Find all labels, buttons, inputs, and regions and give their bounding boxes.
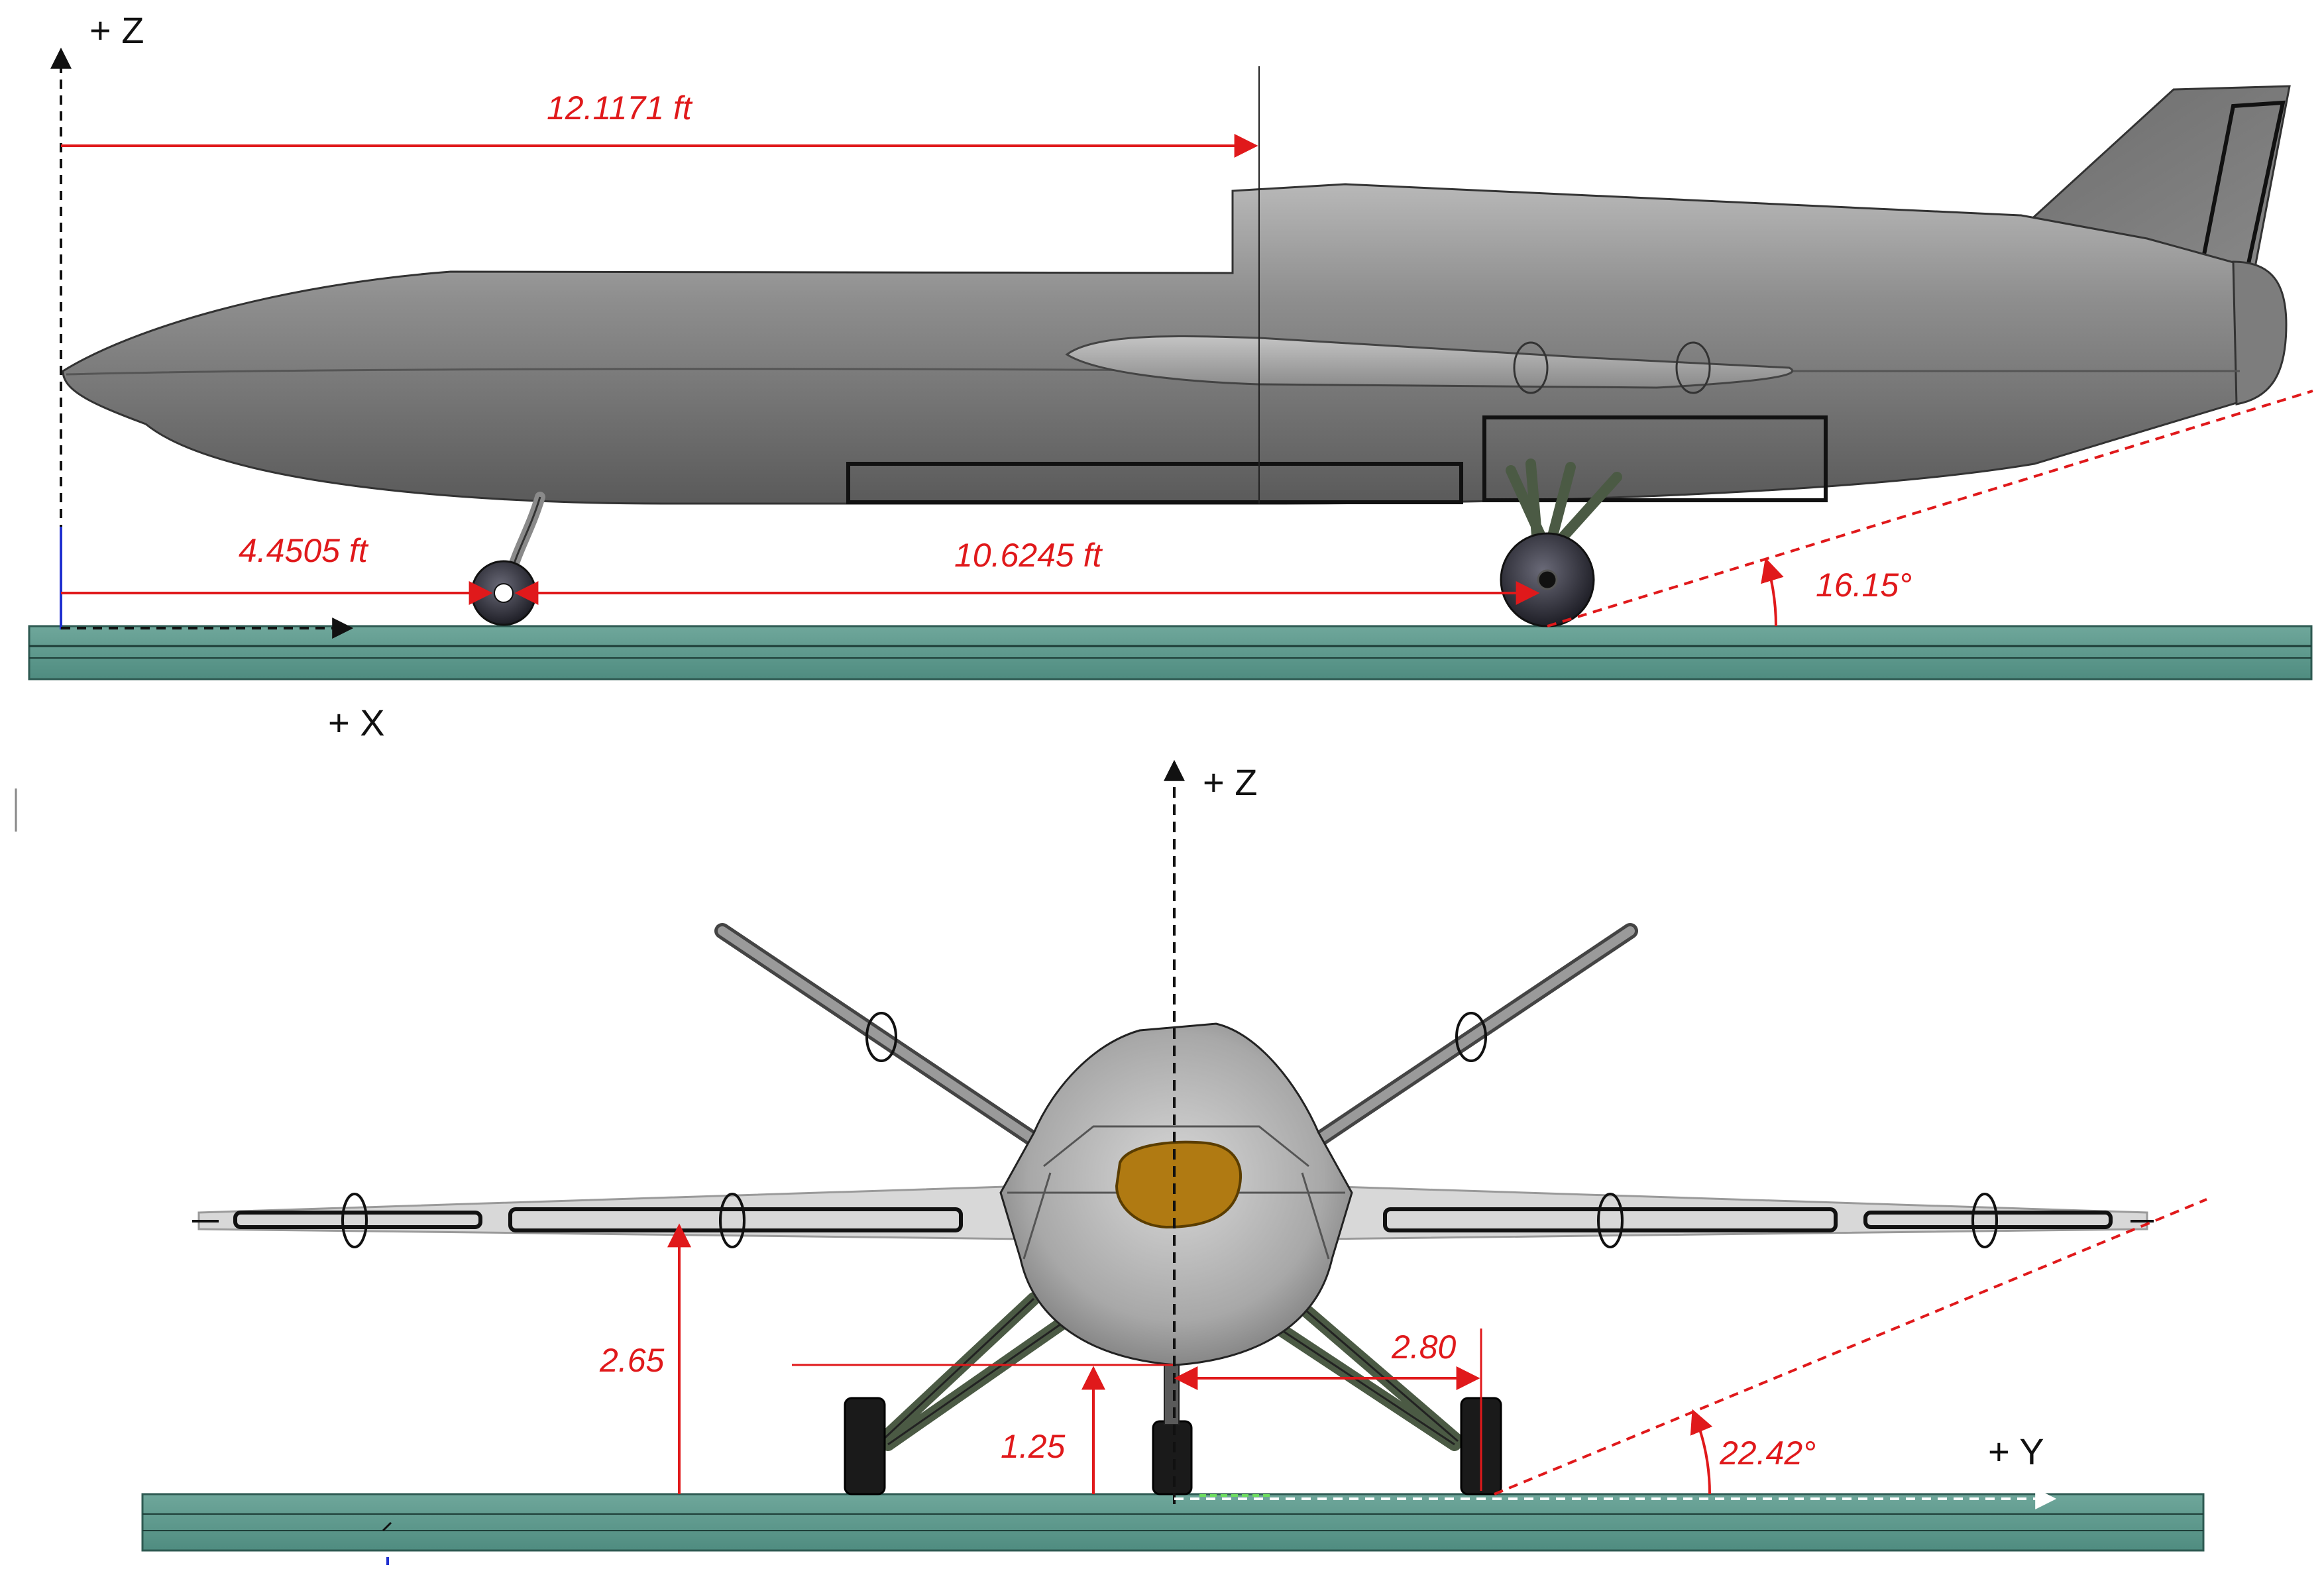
front-view: + Z + Y 2.65 1.25 2.80 22.42° <box>141 759 2207 1552</box>
side-wing-station-value: 12.1171 ft <box>547 89 693 127</box>
front-axis-z-label: + Z <box>1203 761 1257 803</box>
front-track-value: 2.80 <box>1391 1329 1457 1366</box>
side-wing-station-ring-1 <box>1513 341 1549 394</box>
front-upper-fins <box>714 923 1638 1148</box>
front-overturn-angle-lines <box>1494 1198 2207 1495</box>
front-gear-struts <box>875 1292 1465 1451</box>
side-view: + Z + X 12.1171 ft 4.4505 ft 10.6245 ft … <box>28 9 2313 743</box>
front-sensor-window <box>1115 1140 1242 1229</box>
front-axis-y-label: + Y <box>1988 1431 2044 1472</box>
side-chine-line <box>66 368 2240 376</box>
side-tipback-angle-value: 16.15° <box>1816 567 1912 604</box>
side-wheelbase-value: 10.6245 ft <box>954 537 1103 574</box>
side-wing-station-ring-2 <box>1675 341 1711 394</box>
side-nose-gear <box>470 492 545 626</box>
side-weapons-bay <box>846 462 1463 504</box>
side-axis-x-label: + X <box>328 702 385 743</box>
side-exhaust <box>2232 260 2288 406</box>
side-nose-gear-value: 4.4505 ft <box>239 532 369 569</box>
front-wing-height-value: 2.65 <box>599 1342 665 1379</box>
side-axis-z-label: + Z <box>89 9 144 51</box>
front-clearance-value: 1.25 <box>1001 1428 1066 1465</box>
side-tipback-angle-lines <box>1547 390 2313 627</box>
side-gear-bay <box>1482 415 1828 502</box>
side-ground <box>28 625 2313 680</box>
ground-tick-mark <box>382 1521 392 1532</box>
side-wing <box>1065 335 1794 389</box>
front-overturn-angle-value: 22.42° <box>1719 1435 1816 1472</box>
